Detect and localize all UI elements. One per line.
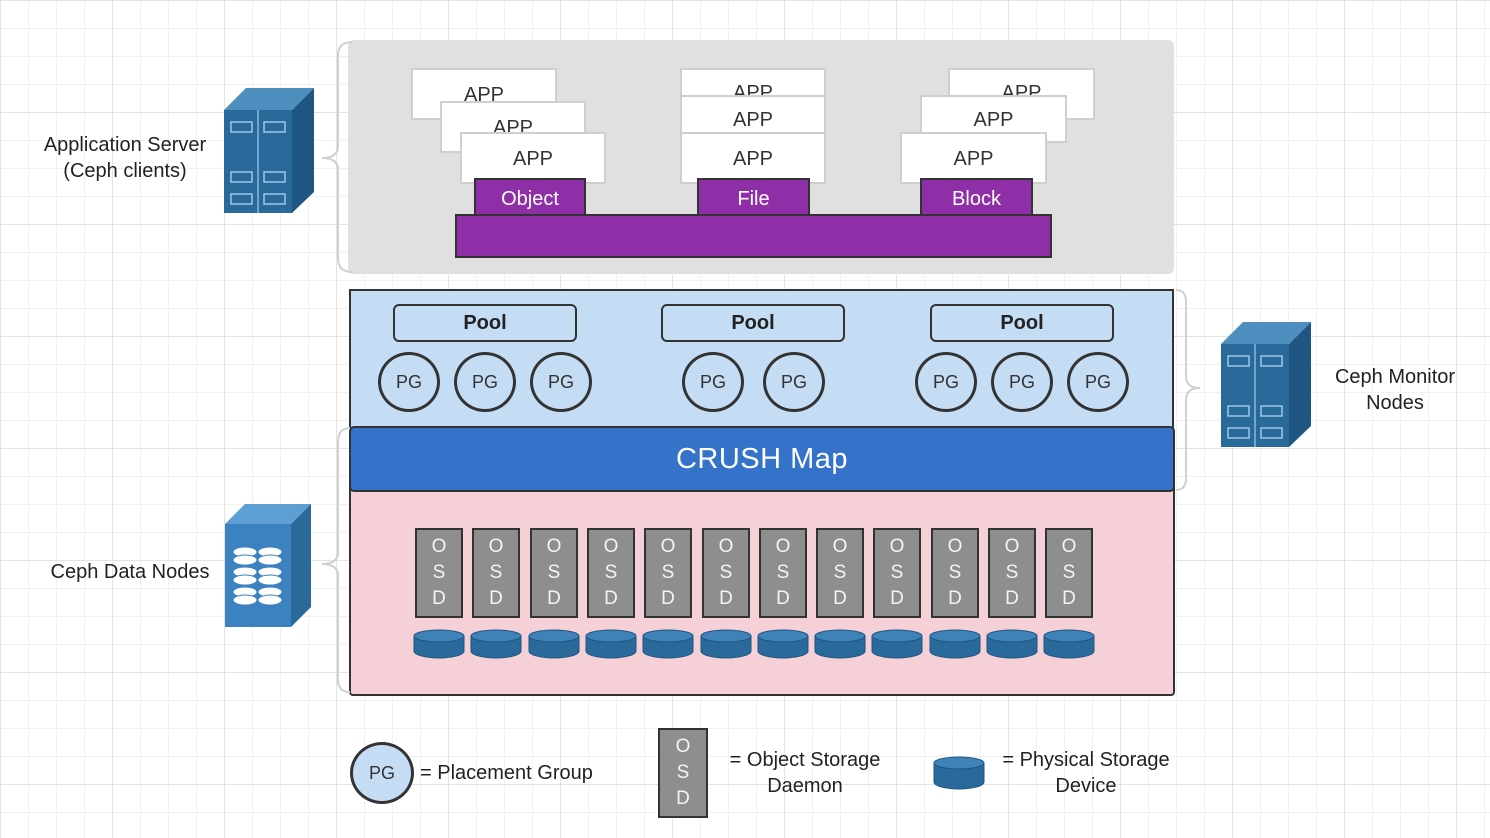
pool-box: Pool [930, 304, 1114, 342]
osd-letter: S [890, 562, 904, 583]
pg-circle: PG [1067, 352, 1129, 412]
pg-circle: PG [682, 352, 744, 412]
crush-map-bar: CRUSH Map [349, 426, 1175, 492]
osd-letter: O [546, 536, 562, 557]
legend-pg-text: = Placement Group [420, 762, 593, 784]
pg-circle: PG [454, 352, 516, 412]
pool-box: Pool [393, 304, 577, 342]
osd-letter: S [1005, 562, 1019, 583]
osd-letter: O [431, 536, 447, 557]
osd-letter: D [604, 588, 618, 609]
pg-circle: PG [378, 352, 440, 412]
pg-circle: PG [530, 352, 592, 412]
app-box: APP [680, 95, 826, 135]
osd-letter: O [1004, 536, 1020, 557]
osd-letter: O [603, 536, 619, 557]
legend-pg-symbol: PG [350, 742, 414, 804]
osd-letter: S [547, 562, 561, 583]
data-nodes-label: Ceph Data Nodes [50, 561, 210, 583]
legend-disk-text: = Physical Storage Device [1002, 749, 1170, 797]
disk-icon [933, 756, 985, 790]
osd-letter: D [890, 588, 904, 609]
osd-letter: O [718, 536, 734, 557]
osd-letter: D [1005, 588, 1019, 609]
osd-letter: D [1062, 588, 1076, 609]
pg-circle: PG [763, 352, 825, 412]
block-interface: Block [920, 178, 1033, 218]
osd-letter: D [719, 588, 733, 609]
osd-letter: S [432, 562, 446, 583]
app-box: APP [680, 132, 826, 184]
osd-letter: D [432, 588, 446, 609]
pool-box: Pool [661, 304, 845, 342]
legend-osd-text: = Object Storage Daemon [729, 749, 881, 797]
app-server-label: Application Server (Ceph clients) [43, 134, 207, 182]
object-interface: Object [474, 178, 586, 218]
osd-letter: S [948, 562, 962, 583]
osd-letter: O [1061, 536, 1077, 557]
osd-letter: D [833, 588, 847, 609]
osd-letter: O [660, 536, 676, 557]
osd-letter: D [489, 588, 503, 609]
osd-letter: S [833, 562, 847, 583]
osd-letter: S [1062, 562, 1076, 583]
osd-letter: O [775, 536, 791, 557]
osd-letter: S [776, 562, 790, 583]
server-icon [224, 88, 314, 213]
osd-letter: D [547, 588, 561, 609]
monitor-nodes-label: Ceph Monitor Nodes [1334, 366, 1456, 414]
osd-letter: O [832, 536, 848, 557]
osd-letter: O [947, 536, 963, 557]
osd-letter: D [948, 588, 962, 609]
osd-letter: O [889, 536, 905, 557]
osd-letter: S [489, 562, 503, 583]
osd-letter: S [604, 562, 618, 583]
file-interface: File [697, 178, 810, 218]
monitor-server-icon [1221, 322, 1311, 447]
pg-circle: PG [915, 352, 977, 412]
app-box: APP [900, 132, 1047, 184]
app-box: APP [460, 132, 606, 184]
osd-letter: S [719, 562, 733, 583]
pg-circle: PG [991, 352, 1053, 412]
osd-letter: D [661, 588, 675, 609]
osd-letter: O [488, 536, 504, 557]
osd-letter: S [661, 562, 675, 583]
osd-letter: D [776, 588, 790, 609]
data-node-icon [225, 504, 311, 627]
client-interface-bus [455, 214, 1052, 258]
